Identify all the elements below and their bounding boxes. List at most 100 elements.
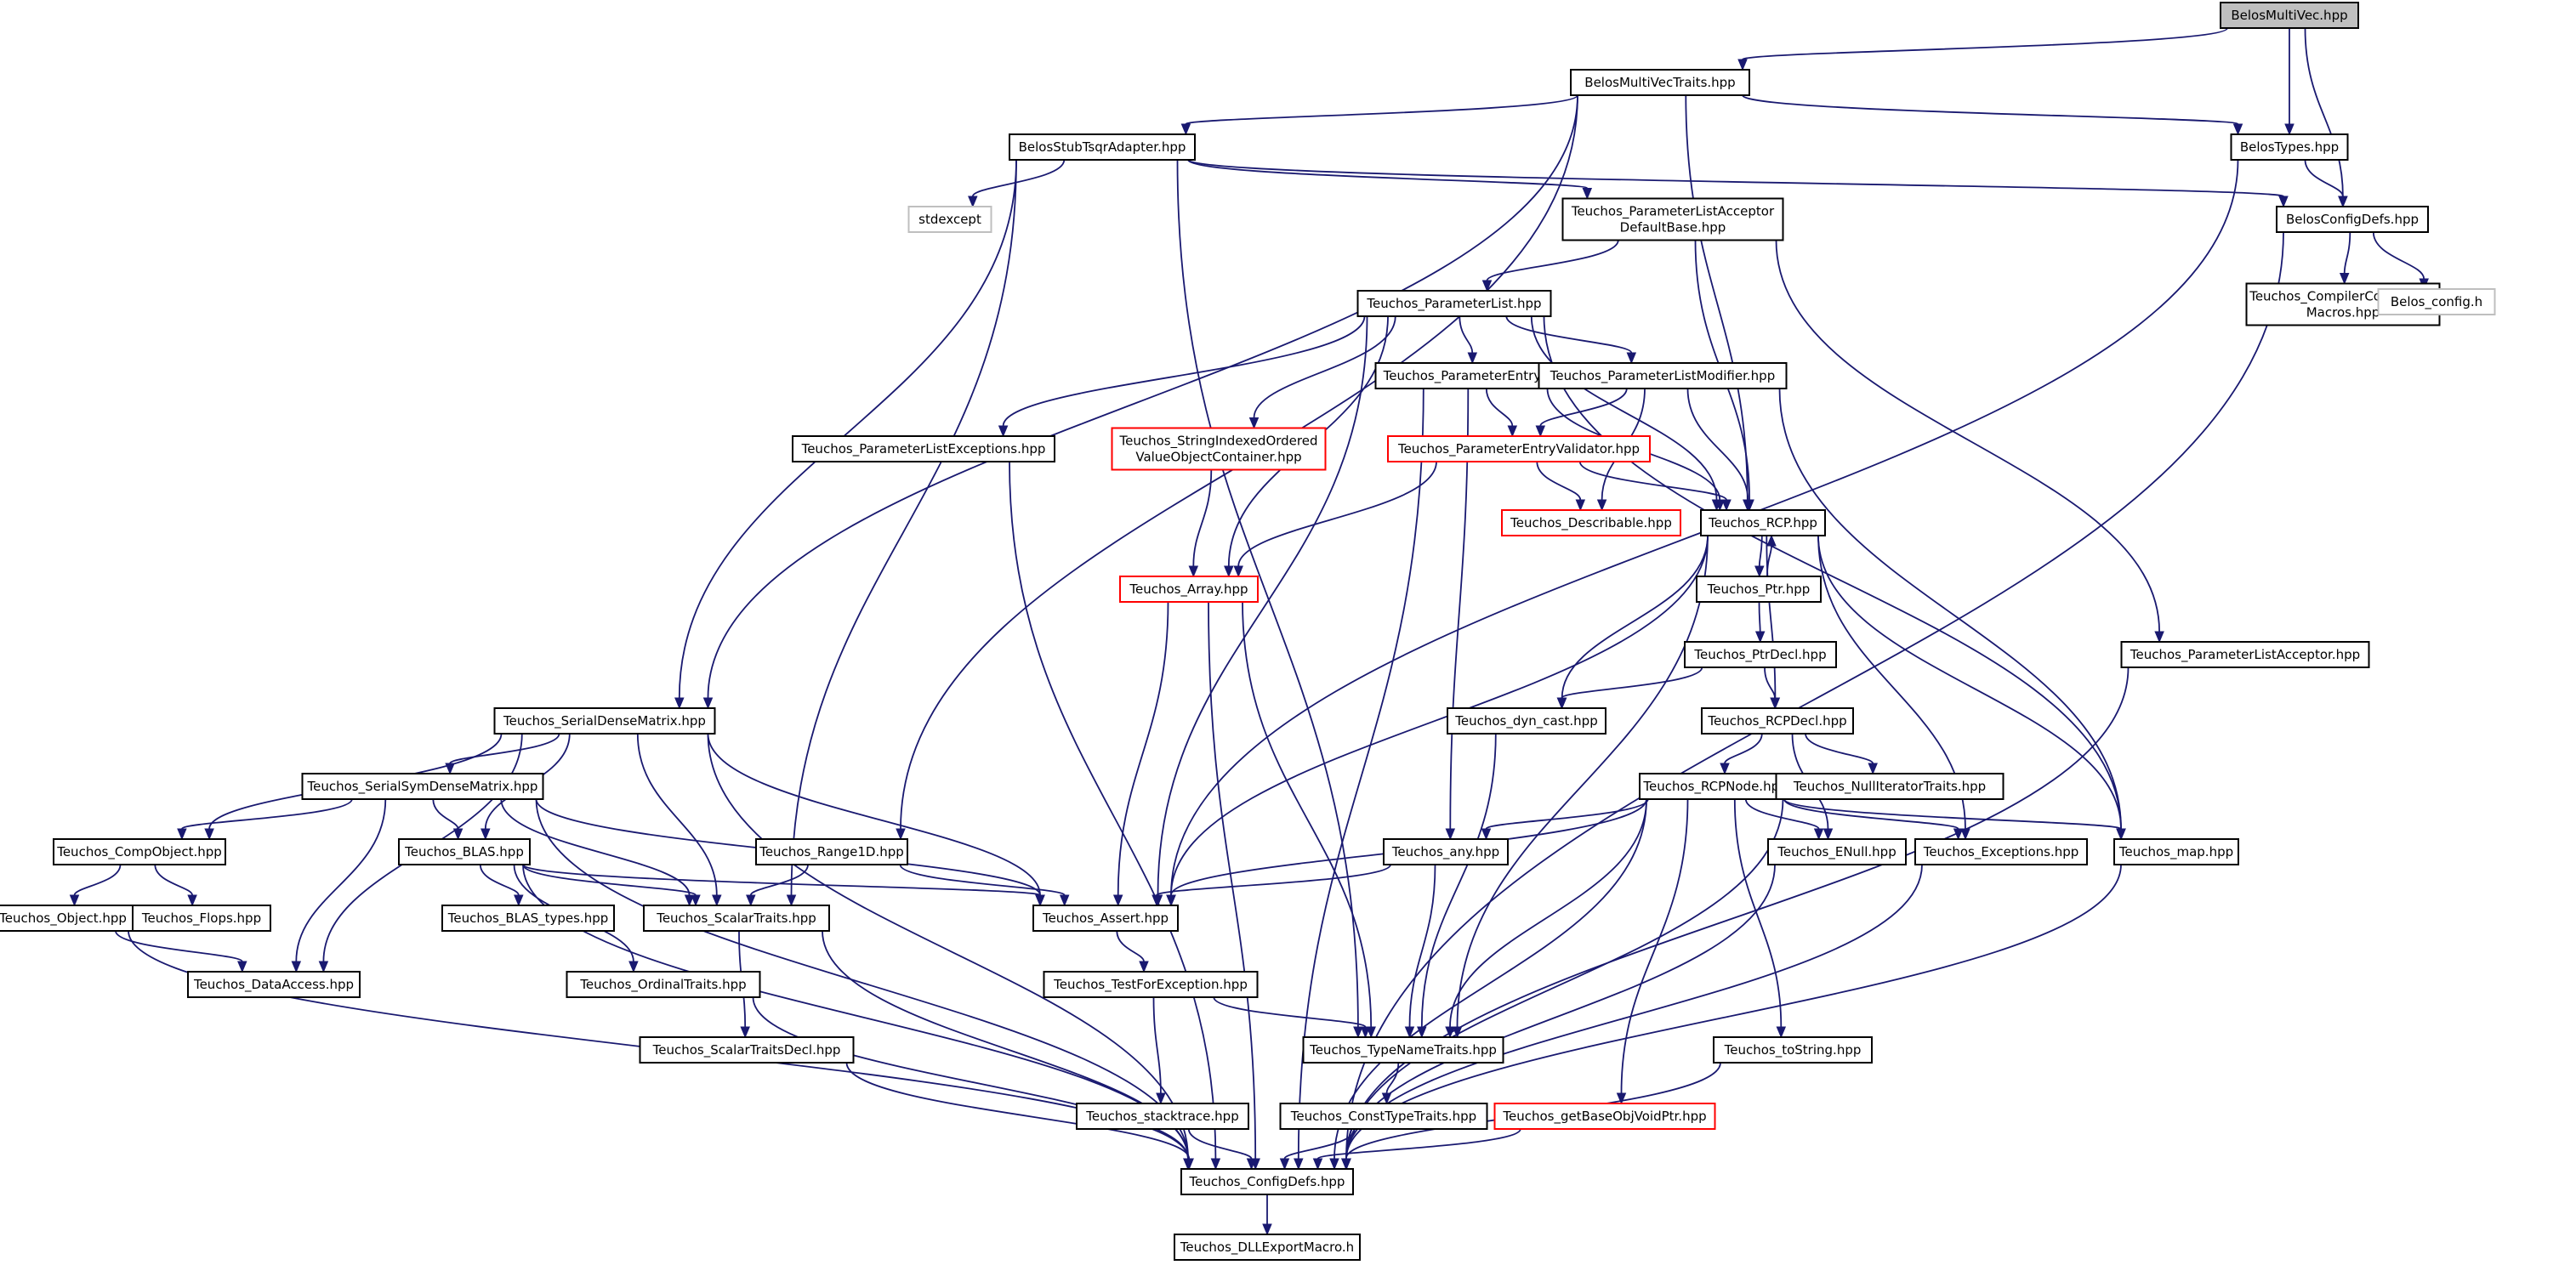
- edge-n28-n38: [522, 864, 1045, 907]
- graph-node-n24[interactable]: Teuchos_SerialSymDenseMatrix.hpp: [301, 773, 544, 800]
- node-label: Teuchos_map.hpp: [2118, 844, 2233, 860]
- graph-node-n22[interactable]: Teuchos_dyn_cast.hpp: [1447, 707, 1606, 735]
- arrowhead: [1112, 894, 1123, 907]
- arrowhead: [2154, 631, 2164, 644]
- node-box: [1914, 838, 2088, 865]
- arrowhead: [1721, 499, 1732, 512]
- edge-line: [1408, 864, 1436, 1028]
- graph-node-n21[interactable]: Teuchos_SerialDenseMatrix.hpp: [493, 707, 716, 735]
- arrowhead: [1813, 828, 1824, 841]
- graph-node-n39[interactable]: Teuchos_DataAccess.hpp: [187, 971, 361, 998]
- graph-node-n34[interactable]: Teuchos_Object.hpp: [0, 905, 136, 932]
- node-label: Teuchos_Range1D.hpp: [759, 844, 904, 860]
- edge-line: [1485, 388, 1514, 427]
- node-label: Teuchos_ParameterList.hpp: [1366, 296, 1541, 312]
- graph-node-n23[interactable]: Teuchos_RCPDecl.hpp: [1701, 707, 1854, 735]
- graph-node-n41[interactable]: Teuchos_TestForException.hpp: [1043, 971, 1259, 998]
- edge-n30-n38: [1152, 864, 1391, 907]
- node-box: [1387, 435, 1651, 462]
- arrowhead: [1575, 499, 1586, 512]
- edge-line: [1733, 798, 1783, 1028]
- graph-node-n13[interactable]: Teuchos_StringIndexedOrderedValueObjectC…: [1111, 427, 1327, 471]
- node-box: [132, 905, 271, 932]
- arrowhead: [1445, 828, 1456, 841]
- graph-node-n27[interactable]: Teuchos_CompObject.hpp: [53, 838, 226, 865]
- edge-line: [1116, 930, 1145, 962]
- arrowhead: [1224, 565, 1234, 578]
- graph-node-n20[interactable]: Teuchos_ParameterListAcceptor.hpp: [2120, 641, 2370, 668]
- graph-node-n46[interactable]: Teuchos_ConstTypeTraits.hpp: [1279, 1103, 1488, 1130]
- arrowhead: [2232, 123, 2243, 136]
- graph-node-n2[interactable]: BelosTypes.hpp: [2230, 133, 2349, 161]
- graph-node-n1[interactable]: BelosMultiVecTraits.hpp: [1570, 69, 1750, 96]
- graph-node-n33[interactable]: Teuchos_map.hpp: [2113, 838, 2239, 865]
- graph-node-n11[interactable]: Teuchos_ParameterListModifier.hpp: [1538, 362, 1788, 389]
- node-box: [187, 971, 361, 998]
- graph-node-n30[interactable]: Teuchos_any.hpp: [1383, 838, 1509, 865]
- graph-node-n37[interactable]: Teuchos_ScalarTraits.hpp: [643, 905, 830, 932]
- graph-node-n44[interactable]: Teuchos_toString.hpp: [1713, 1036, 1873, 1064]
- graph-node-n25[interactable]: Teuchos_RCPNode.hpp: [1639, 773, 1792, 800]
- graph-node-n4[interactable]: BelosStubTsqrAdapter.hpp: [1009, 133, 1196, 161]
- graph-node-n42[interactable]: Teuchos_ScalarTraitsDecl.hpp: [639, 1036, 855, 1064]
- arrowhead: [1507, 425, 1518, 438]
- arrowhead: [2338, 196, 2348, 208]
- graph-node-n47[interactable]: Teuchos_getBaseObjVoidPtr.hpp: [1493, 1103, 1716, 1130]
- graph-node-n26[interactable]: Teuchos_NullIteratorTraits.hpp: [1775, 773, 2005, 800]
- edge-line: [1775, 240, 2160, 632]
- graph-node-n49[interactable]: Teuchos_DLLExportMacro.h: [1174, 1234, 1361, 1261]
- node-box: [1701, 707, 1854, 735]
- edge-n9-n12: [998, 315, 1366, 438]
- edge-line: [1561, 667, 1703, 699]
- graph-node-n38[interactable]: Teuchos_Assert.hpp: [1032, 905, 1179, 932]
- graph-node-n18[interactable]: Teuchos_Ptr.hpp: [1696, 576, 1822, 603]
- graph-node-n48[interactable]: Teuchos_ConfigDefs.hpp: [1180, 1168, 1354, 1195]
- graph-node-n14[interactable]: Teuchos_ParameterEntryValidator.hpp: [1387, 435, 1651, 462]
- graph-node-n3[interactable]: BelosConfigDefs.hpp: [2276, 206, 2429, 233]
- node-box: [1493, 1103, 1716, 1130]
- node-label: Belos_config.h: [2391, 294, 2482, 310]
- graph-node-n0[interactable]: BelosMultiVec.hpp: [2220, 2, 2359, 29]
- graph-node-n31[interactable]: Teuchos_ENull.hpp: [1767, 838, 1907, 865]
- node-box: [493, 707, 716, 735]
- edge-n14-n16: [1578, 461, 1732, 512]
- graph-node-n9[interactable]: Teuchos_ParameterList.hpp: [1356, 290, 1552, 317]
- node-label: Teuchos_ParameterListAcceptor: [1571, 204, 1775, 220]
- edge-n29-n38: [899, 864, 1070, 907]
- edge-line: [971, 159, 1066, 197]
- arrowhead: [1743, 499, 1754, 512]
- node-box: [1570, 69, 1750, 96]
- graph-node-n40[interactable]: Teuchos_OrdinalTraits.hpp: [566, 971, 761, 998]
- graph-node-n5: stdexcept: [907, 206, 992, 233]
- graph-node-n17[interactable]: Teuchos_Array.hpp: [1119, 576, 1259, 603]
- arrowhead: [1381, 1092, 1392, 1105]
- edge-line: [2372, 231, 2425, 280]
- graph-node-n29[interactable]: Teuchos_Range1D.hpp: [755, 838, 908, 865]
- graph-node-n45[interactable]: Teuchos_stacktrace.hpp: [1076, 1103, 1249, 1130]
- graph-node-n28[interactable]: Teuchos_BLAS.hpp: [398, 838, 531, 865]
- graph-node-n43[interactable]: Teuchos_TypeNameTraits.hpp: [1302, 1036, 1504, 1064]
- edge-n9-n13: [1248, 315, 1396, 429]
- graph-node-n15[interactable]: Teuchos_Describable.hpp: [1501, 509, 1681, 536]
- graph-node-n19[interactable]: Teuchos_PtrDecl.hpp: [1684, 641, 1837, 668]
- node-label: Teuchos_ScalarTraitsDecl.hpp: [652, 1042, 841, 1058]
- edge-line: [1485, 798, 1649, 830]
- arrowhead: [998, 425, 1009, 438]
- graph-node-n36[interactable]: Teuchos_BLAS_types.hpp: [441, 905, 615, 932]
- node-label: Teuchos_Object.hpp: [0, 910, 127, 927]
- graph-node-n6[interactable]: Teuchos_ParameterListAcceptorDefaultBase…: [1561, 197, 1784, 241]
- graph-node-n35[interactable]: Teuchos_Flops.hpp: [132, 905, 271, 932]
- edge-n11-n33: [1778, 388, 2126, 841]
- edge-n17-n38: [1112, 601, 1169, 907]
- edge-n25-n30: [1481, 798, 1649, 841]
- node-label: Teuchos_BLAS_types.hpp: [447, 910, 609, 927]
- node-box: [566, 971, 761, 998]
- graph-node-n32[interactable]: Teuchos_Exceptions.hpp: [1914, 838, 2088, 865]
- graph-node-n16[interactable]: Teuchos_RCP.hpp: [1700, 509, 1826, 536]
- arrowhead: [1188, 565, 1199, 578]
- arrowhead: [1754, 565, 1765, 578]
- edge-line: [1486, 240, 1619, 281]
- edge-n21-n37: [636, 733, 722, 907]
- graph-node-n12[interactable]: Teuchos_ParameterListExceptions.hpp: [792, 435, 1055, 462]
